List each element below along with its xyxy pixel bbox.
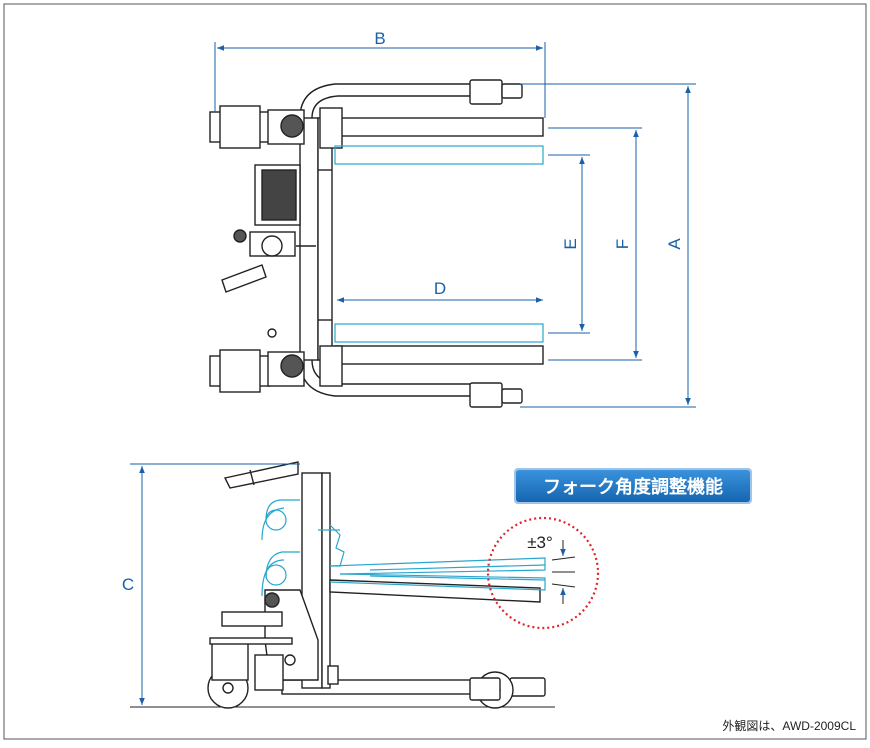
dimension-label-f: F (613, 239, 632, 249)
angle-ticks (551, 540, 576, 604)
side-view (130, 461, 555, 709)
caption: 外観図は、AWD-2009CL (722, 719, 856, 733)
side-view-adjusted-forks (261, 499, 546, 597)
dimension-label-d: D (434, 279, 446, 298)
dimension-c (130, 463, 300, 705)
detail-circle (486, 516, 600, 630)
dimension-a (520, 83, 696, 408)
dimension-label-e: E (561, 238, 580, 249)
dimension-label-c: C (122, 575, 134, 594)
dimension-label-b: B (374, 29, 385, 48)
outer-border (3, 3, 867, 740)
dimension-label-a: A (665, 238, 684, 250)
feature-badge-text: フォーク角度調整機能 (543, 476, 723, 497)
angle-label: ±3° (527, 533, 553, 552)
feature-badge: フォーク角度調整機能 (514, 468, 752, 504)
dimension-e (548, 154, 590, 334)
dimension-b (214, 42, 546, 118)
dimension-f (548, 127, 642, 361)
top-view (209, 79, 544, 408)
top-view-adjusted-forks (334, 145, 544, 343)
